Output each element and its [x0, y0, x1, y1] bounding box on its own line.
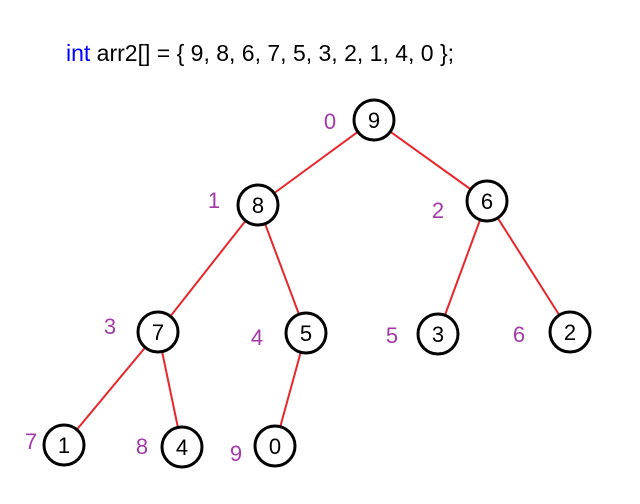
- node-circle: [236, 183, 280, 227]
- node-index-label: 9: [230, 441, 242, 466]
- node-index-label: 5: [386, 323, 398, 348]
- node-index-label: 3: [104, 314, 116, 339]
- node-index-label: 4: [251, 325, 263, 350]
- tree-edge: [437, 200, 488, 335]
- tree-node: 17: [25, 423, 86, 467]
- array-declaration: int arr2[] = { 9, 8, 6, 7, 5, 3, 2, 1, 4…: [66, 40, 454, 67]
- tree-node: 26: [513, 310, 592, 354]
- node-circle: [548, 310, 592, 354]
- node-circle: [42, 423, 86, 467]
- tree-edge: [257, 204, 307, 334]
- array-literal: arr2[] = { 9, 8, 6, 7, 5, 3, 2, 1, 4, 0 …: [90, 40, 455, 66]
- node-value: 1: [58, 433, 70, 458]
- node-value: 5: [300, 321, 312, 346]
- node-value: 9: [368, 108, 380, 133]
- tree-node: 90: [324, 98, 396, 142]
- tree-node: 09: [230, 424, 297, 468]
- tree-node: 35: [386, 312, 460, 356]
- tree-edge: [373, 119, 488, 202]
- tree-edge: [257, 119, 375, 206]
- node-value: 2: [564, 320, 576, 345]
- node-circle: [160, 425, 204, 469]
- node-index-label: 6: [513, 322, 525, 347]
- node-circle: [284, 311, 328, 355]
- node-value: 6: [481, 189, 493, 214]
- node-circle: [253, 424, 297, 468]
- node-circle: [352, 98, 396, 142]
- node-value: 8: [252, 193, 264, 218]
- int-keyword: int: [66, 40, 91, 66]
- node-index-label: 7: [25, 429, 37, 454]
- node-circle: [416, 312, 460, 356]
- tree-edge: [157, 204, 259, 333]
- node-index-label: 1: [208, 188, 220, 213]
- tree-node: 62: [432, 179, 509, 223]
- tree-node: 48: [136, 425, 204, 469]
- node-value: 0: [269, 434, 281, 459]
- node-index-label: 0: [324, 109, 336, 134]
- node-circle: [136, 310, 180, 354]
- node-index-label: 2: [432, 198, 444, 223]
- node-value: 4: [176, 435, 188, 460]
- node-circle: [465, 179, 509, 223]
- tree-node: 81: [208, 183, 280, 227]
- node-value: 7: [152, 320, 164, 345]
- tree-node: 54: [251, 311, 328, 355]
- tree-edge: [486, 200, 571, 333]
- tree-node: 73: [104, 310, 180, 354]
- tree-edge: [63, 331, 159, 446]
- node-value: 3: [432, 322, 444, 347]
- node-index-label: 8: [136, 434, 148, 459]
